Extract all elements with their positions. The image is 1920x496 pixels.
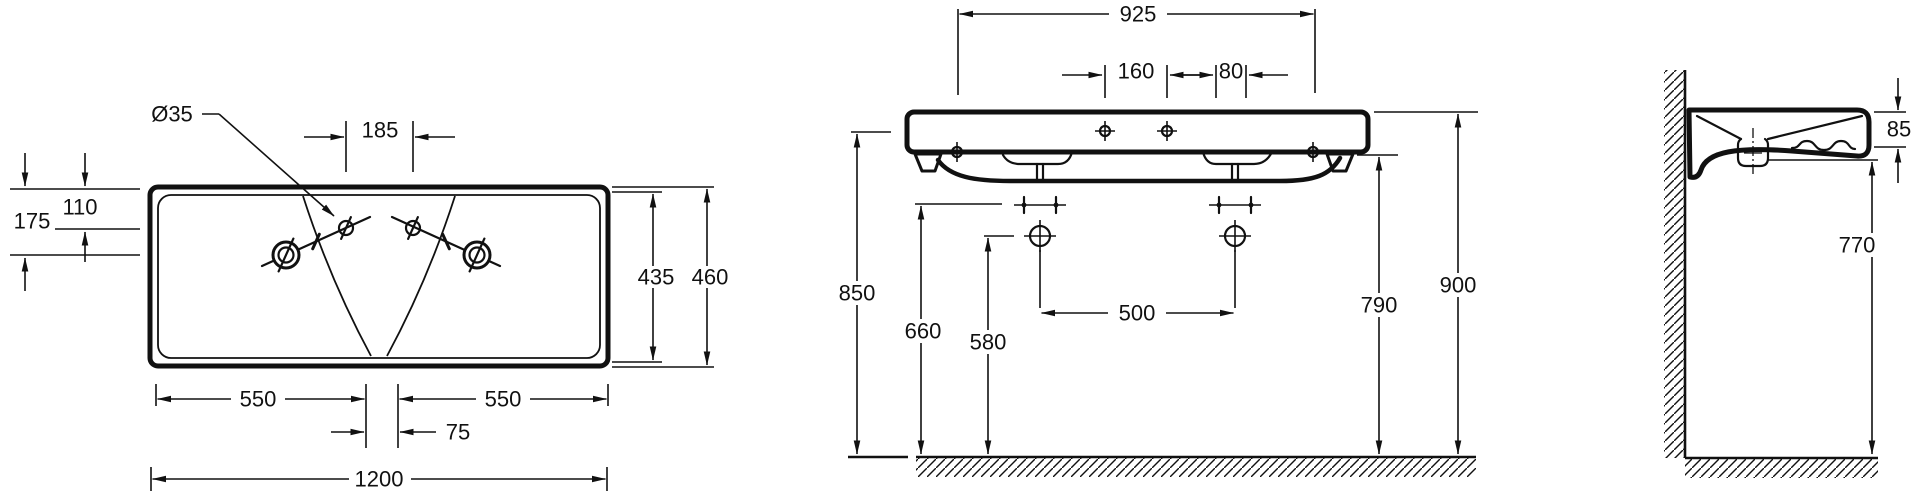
dim-550-left: 550 — [155, 384, 367, 448]
dim-790: 790 — [1352, 154, 1406, 455]
dim-85-label: 85 — [1887, 117, 1911, 142]
dim-500-label: 500 — [1119, 301, 1156, 326]
dim-580: 580 — [961, 235, 1015, 455]
floor-hatch — [916, 458, 1476, 477]
dim-550-right-label: 550 — [485, 387, 522, 412]
dim-75-label: 75 — [446, 420, 470, 445]
dim-85: 85 — [1874, 78, 1911, 183]
dim-160-80: 160 80 — [1062, 59, 1288, 98]
dim-110-label: 110 — [62, 195, 97, 220]
basin-profile — [1686, 107, 1872, 180]
dim-900: 900 — [1374, 111, 1485, 455]
dim-770-label: 770 — [1839, 233, 1876, 258]
right-taphole-group — [390, 215, 502, 273]
front-view: 925 160 80 850 660 — [830, 2, 1485, 477]
faucet-hole-icon — [404, 219, 422, 237]
dim-175-110: 110 175 — [10, 153, 140, 291]
left-bowl-divider — [302, 195, 372, 357]
dim-185-label: 185 — [362, 118, 399, 143]
dim-580-label: 580 — [970, 330, 1007, 355]
dim-75: 75 — [331, 420, 470, 445]
dim-790-label: 790 — [1361, 293, 1398, 318]
dim-435-label: 435 — [638, 265, 675, 290]
dim-80-label: 80 — [1219, 59, 1243, 84]
wall-bolt-holes — [1014, 195, 1261, 252]
top-view: Ø35 185 110 175 550 — [10, 102, 734, 492]
dim-550-right: 550 — [397, 384, 609, 448]
dim-550-left-label: 550 — [240, 387, 277, 412]
dim-160-label: 160 — [1118, 59, 1155, 84]
basin-outline-top — [147, 184, 611, 369]
faucet-hole-icon — [337, 219, 355, 237]
dim-850-label: 850 — [839, 281, 876, 306]
dim-925: 925 — [957, 2, 1316, 95]
bowl-underside — [935, 155, 1343, 184]
dim-1200: 1200 — [150, 467, 608, 492]
basin-inner-rim — [157, 194, 601, 359]
dim-175-label: 175 — [14, 209, 51, 234]
dim-hole-diameter: Ø35 — [151, 102, 335, 217]
fixing-hole-icon — [947, 121, 1323, 162]
floor-front — [848, 455, 1476, 477]
basin-outline-front — [904, 109, 1371, 155]
side-view: 85 770 — [1664, 70, 1911, 478]
right-bowl-divider — [386, 195, 456, 357]
dim-850: 850 — [830, 131, 891, 455]
left-taphole-group — [260, 215, 372, 273]
wall-hatch — [1664, 70, 1684, 458]
dim-1200-label: 1200 — [355, 467, 404, 492]
dim-925-label: 925 — [1120, 2, 1157, 27]
left-drain-boss — [1001, 150, 1074, 166]
dim-900-label: 900 — [1440, 273, 1477, 298]
dim-185: 185 — [304, 118, 455, 172]
dim-770: 770 — [1768, 159, 1884, 455]
dim-660: 660 — [896, 203, 1002, 455]
dim-435-460: 435 460 — [612, 186, 734, 368]
right-drain-boss — [1201, 150, 1274, 166]
dim-hole-diameter-label: Ø35 — [151, 102, 193, 127]
dim-500: 500 — [1039, 250, 1236, 326]
floor-hatch-side — [1685, 459, 1878, 478]
dim-660-label: 660 — [905, 319, 942, 344]
dim-460-label: 460 — [692, 265, 729, 290]
